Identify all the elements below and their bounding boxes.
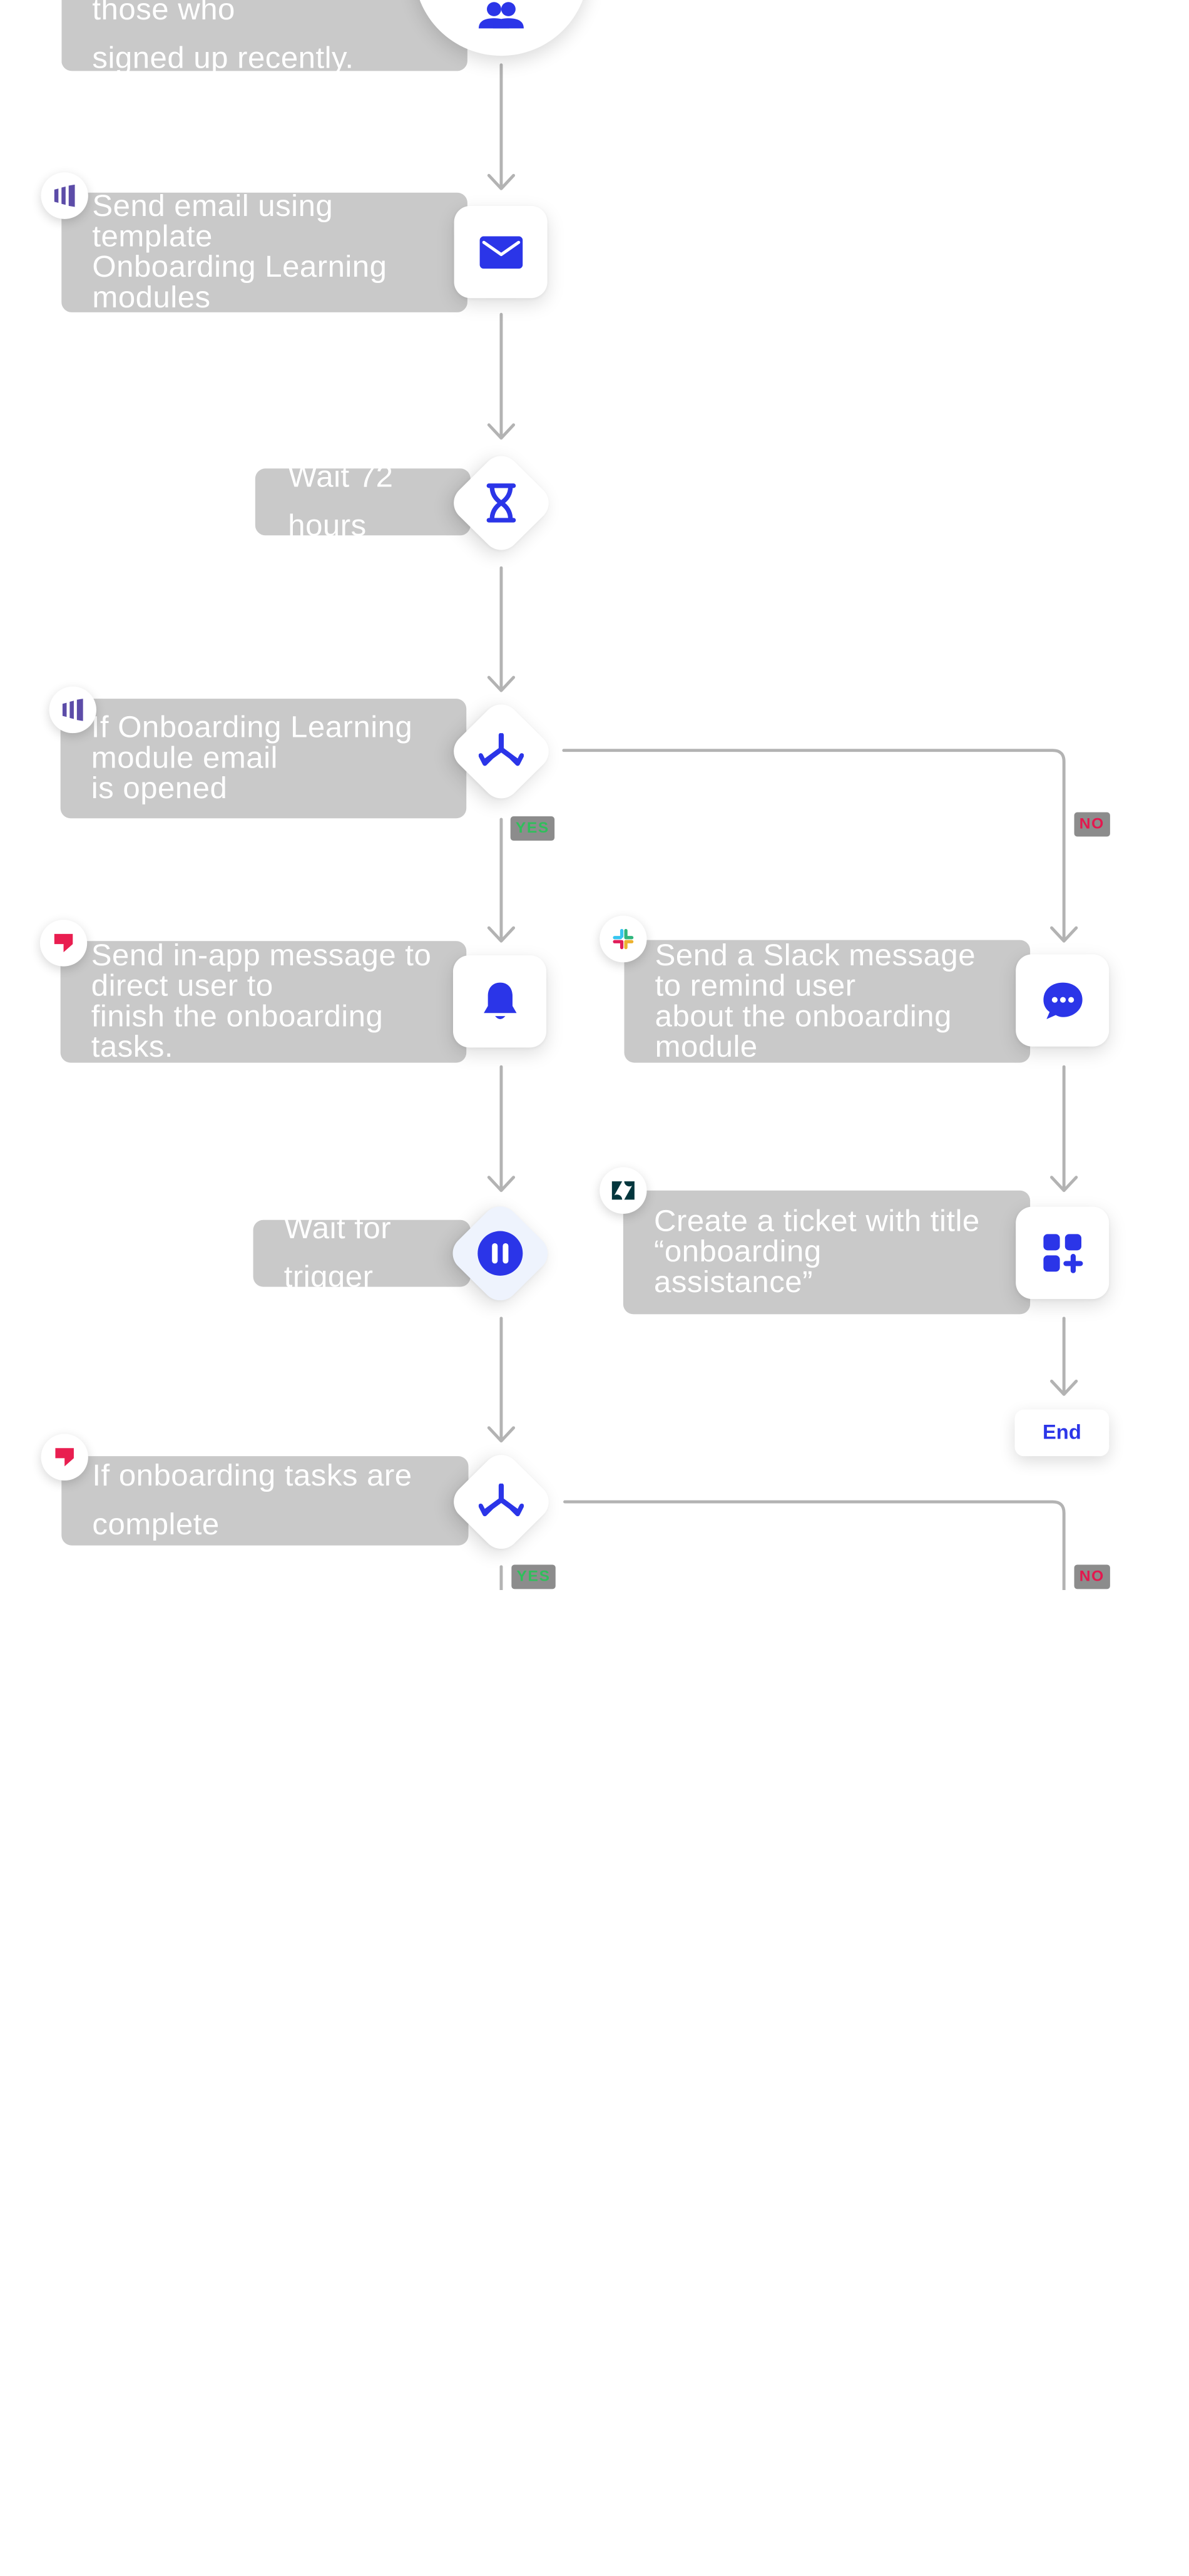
connector-slack-to-ticket	[1050, 1065, 1078, 1193]
if-complete-icon-wrap	[455, 1456, 547, 1547]
send-email-icon-tile[interactable]	[454, 205, 548, 299]
slack-logo	[613, 928, 634, 950]
users-icon	[478, 2, 524, 29]
connector-trigger-to-email	[487, 63, 516, 190]
connector-waittrigger-to-if	[487, 1316, 516, 1443]
hourglass-icon	[486, 483, 516, 523]
trigger-card[interactable]: onboarding module or those who signed up…	[61, 0, 467, 75]
pause-icon	[477, 1231, 523, 1276]
in-app-text-line-2: finish the onboarding tasks.	[91, 1000, 384, 1064]
connector-if-no-right	[563, 1500, 1066, 1590]
ticket-text-line-2: assistance”	[654, 1265, 813, 1300]
no-label-2: NO	[1074, 1564, 1110, 1589]
connector-inapp-to-waittrigger	[487, 1065, 516, 1193]
send-email-text-line-2: Onboarding Learning modules	[92, 250, 387, 315]
wait-72-icon-wrap	[455, 458, 547, 549]
send-email-text-line-1: Send email using template	[92, 189, 334, 254]
chat-bubble-icon	[1043, 982, 1082, 1019]
branch-icon	[478, 733, 524, 766]
envelope-icon	[479, 235, 523, 269]
trigger-text-line-1: onboarding module or those who	[92, 0, 235, 27]
pendo-logo	[55, 1448, 74, 1467]
slack-text-line-2: about the onboarding module	[655, 999, 952, 1064]
connector-no-to-slack	[562, 749, 1078, 943]
marketo-logo	[54, 184, 75, 207]
if-opened-icon-wrap	[455, 706, 547, 797]
zendesk-logo	[611, 1181, 635, 1200]
end-label: End	[1042, 1421, 1081, 1444]
ticket-text-line-1: Create a ticket with title “onboarding	[654, 1204, 980, 1269]
grid-plus-icon	[1043, 1233, 1083, 1273]
wait-72-card[interactable]: Wait 72 hours	[255, 460, 471, 543]
slack-badge	[600, 915, 647, 963]
in-app-icon-tile[interactable]	[452, 955, 547, 1048]
connector-ticket-to-end	[1050, 1316, 1078, 1396]
if-opened-text-line-2: is opened	[91, 771, 228, 806]
marketo-badge	[41, 172, 88, 219]
wait-trigger-card[interactable]: Wait for trigger	[253, 1212, 471, 1294]
branch-icon	[478, 1483, 524, 1517]
pendo-logo	[54, 933, 73, 953]
pendo-badge	[41, 1434, 88, 1481]
trigger-text-line-2: signed up recently.	[92, 41, 354, 75]
slack-text-line-1: Send a Slack message to remind user	[655, 938, 976, 1003]
wait-72-text: Wait 72 hours	[288, 460, 394, 543]
marketo-logo	[62, 699, 83, 721]
connector-yes-to-inapp	[487, 818, 516, 943]
connector-lines	[487, 63, 1078, 1590]
connector-email-to-wait	[487, 312, 516, 440]
if-opened-text-line-1: If Onboarding Learning module email	[91, 711, 413, 775]
if-opened-card[interactable]: If Onboarding Learning module email is o…	[60, 699, 467, 819]
yes-label-2: YES	[511, 1564, 556, 1589]
if-complete-card[interactable]: If onboarding tasks are complete	[61, 1456, 469, 1546]
slack-card[interactable]: Send a Slack message to remind user abou…	[624, 938, 1031, 1064]
connector-wait-to-if	[487, 566, 516, 692]
if-complete-text: If onboarding tasks are complete	[92, 1459, 412, 1542]
end-node[interactable]: End	[1014, 1409, 1110, 1457]
in-app-card[interactable]: Send in-app message to direct user to fi…	[60, 939, 467, 1064]
ticket-icon-tile[interactable]	[1016, 1206, 1110, 1300]
in-app-text-line-1: Send in-app message to direct user to	[91, 939, 432, 1003]
wait-trigger-icon-wrap	[454, 1208, 546, 1299]
ticket-card[interactable]: Create a ticket with title “onboarding a…	[623, 1190, 1031, 1315]
pendo-badge	[39, 920, 88, 967]
zendesk-badge	[600, 1167, 647, 1214]
slack-icon-tile[interactable]	[1016, 954, 1110, 1047]
marketo-badge	[49, 686, 96, 734]
no-label-1: NO	[1074, 812, 1110, 837]
yes-label-1: YES	[510, 816, 555, 841]
wait-trigger-text: Wait for trigger	[283, 1211, 392, 1294]
send-email-card[interactable]: Send email using template Onboarding Lea…	[61, 189, 467, 315]
bell-icon	[483, 982, 516, 1019]
